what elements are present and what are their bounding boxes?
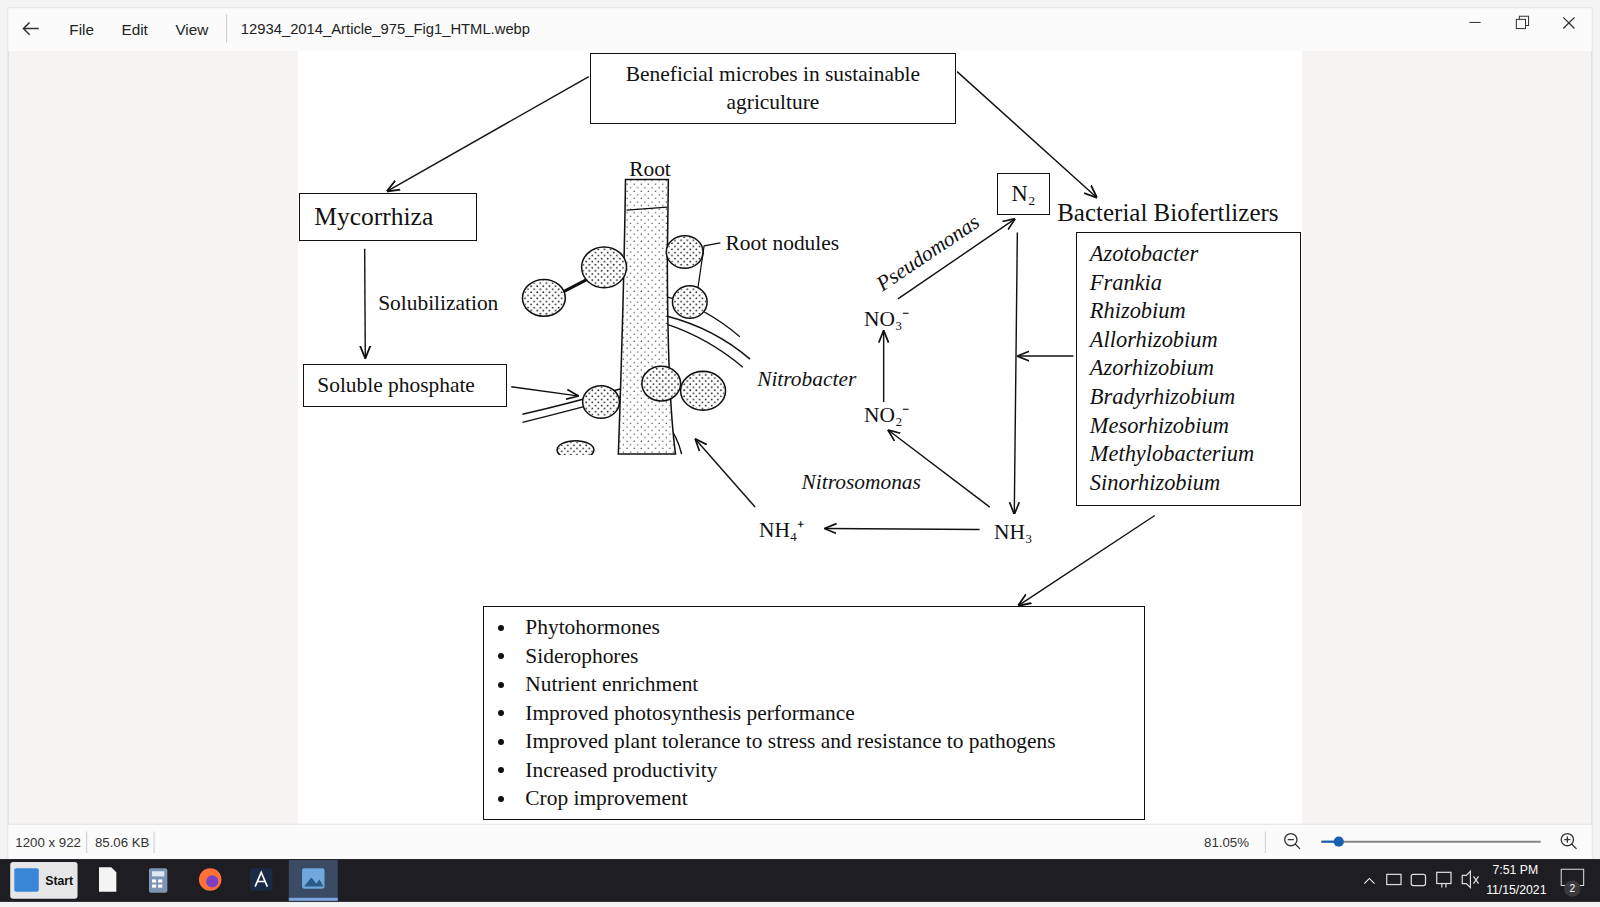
zoom-slider: [1321, 841, 1540, 843]
list-row: Crop improvement: [498, 784, 688, 812]
chemical-label: NO₂⁻: [864, 403, 909, 428]
photos-icon: [302, 868, 324, 888]
start-label: Start: [45, 874, 73, 888]
root-illustration: [510, 180, 750, 466]
node-text: N₂: [1011, 181, 1035, 207]
list-row: Phytohormones: [498, 614, 660, 642]
genus-list-box: Bacterial BiofertlizersAzotobacterFranki…: [1057, 198, 1301, 506]
start-button: [10, 862, 77, 899]
minimize-icon: [1469, 22, 1480, 23]
menu-item: File: [69, 21, 94, 39]
tray-chevron: [1364, 878, 1374, 883]
list-row: Improved photosynthesis performance: [498, 699, 855, 727]
benefit-list-box: PhytohormonesSiderophoresNutrient enrich…: [483, 606, 1145, 820]
menu-item: Edit: [122, 21, 148, 39]
node-text: Frankia: [1090, 269, 1287, 298]
arrow-connector: [388, 77, 589, 191]
node-text: Improved photosynthesis performance: [525, 701, 854, 726]
zoom-in-icon: [1561, 834, 1576, 849]
node-text: Bacterial Biofertlizers: [1057, 198, 1301, 228]
node-text: Soluble phosphate: [317, 373, 475, 398]
part-label: Root: [629, 157, 671, 182]
bullet-dot: [498, 625, 504, 631]
node-text: Crop improvement: [525, 786, 687, 811]
bullet-dot: [498, 710, 504, 716]
list-row: Increased productivity: [498, 756, 717, 784]
node-text: Allorhizobium: [1090, 326, 1287, 355]
bullet-dot: [498, 653, 504, 659]
node-text: Mesorhizobium: [1090, 412, 1287, 441]
notification-count: 2: [1570, 883, 1576, 895]
app-icon: [250, 868, 272, 890]
node-text: Azotobacter: [1090, 240, 1287, 269]
chemical-label: NO₃⁻: [864, 307, 909, 332]
divider: [226, 14, 227, 43]
clock-time: 7:51 PM: [1493, 863, 1539, 877]
node-text: Azorhizobium: [1090, 354, 1287, 383]
clock-date: 11/15/2021: [1486, 883, 1546, 897]
title-bar: [8, 8, 1592, 51]
chemical-label: NH₃: [994, 519, 1032, 544]
process-box: Soluble phosphate: [303, 364, 507, 407]
bullet-dot: [498, 796, 504, 802]
firefox-icon: [199, 868, 221, 890]
zoom-level: 81.05%: [1204, 835, 1249, 850]
bullet-dot: [498, 767, 504, 773]
node-text: Bradyrhizobium: [1090, 383, 1287, 412]
status-border: [8, 824, 1592, 825]
zoom-out-icon: [1285, 834, 1300, 849]
cycle-arrows: [511, 219, 1073, 529]
bullet-dot: [498, 739, 504, 745]
edge-label: Solubilization: [376, 291, 500, 316]
divider: [86, 832, 87, 853]
zoom-thumb: [1334, 837, 1344, 847]
file-size: 85.06 KB: [95, 835, 150, 850]
divider: [1265, 832, 1266, 853]
node-text: Improved plant tolerance to stress and r…: [525, 729, 1055, 754]
organism-label: Nitrobacter: [757, 366, 856, 391]
node-text: Phytohormones: [525, 615, 659, 640]
file-icon: [99, 867, 116, 891]
menu-item: View: [175, 21, 208, 39]
list-frame: AzotobacterFrankiaRhizobiumAllorhizobium…: [1076, 232, 1302, 505]
file-name: 12934_2014_Article_975_Fig1_HTML.webp: [241, 21, 530, 38]
notification-badge: [1564, 880, 1580, 896]
active-underline: [289, 898, 338, 901]
restore-icon: [1516, 16, 1528, 28]
calculator-icon: [149, 868, 167, 892]
chemical-label: NH₄⁺: [759, 517, 804, 542]
node-text: Nutrient enrichment: [525, 672, 698, 697]
gas-box: N₂: [997, 173, 1050, 215]
tray-icons: [1387, 871, 1479, 887]
node-text: Rhizobium: [1090, 297, 1287, 326]
arrow-connector: [1019, 516, 1155, 606]
part-label: Root nodules: [726, 231, 840, 256]
list-row: Nutrient enrichment: [498, 671, 698, 699]
status-bar: [8, 824, 1592, 859]
node-text: Methylobacterium: [1090, 440, 1287, 469]
bullet-dot: [498, 682, 504, 688]
title-box: Beneficial microbes in sustainable agric…: [590, 53, 956, 124]
list-row: Improved plant tolerance to stress and r…: [498, 727, 1056, 755]
taskbar: [0, 859, 1600, 902]
node-text: Sinorhizobium: [1090, 469, 1287, 498]
node-text: Mycorrhiza: [314, 202, 433, 232]
image-size: 1200 x 922: [15, 835, 81, 850]
start-logo: [14, 868, 38, 891]
node-text: Siderophores: [525, 644, 638, 669]
divider: [154, 832, 155, 853]
arrow-connector: [364, 249, 366, 357]
back-arrow: [23, 22, 38, 34]
active-task: [289, 860, 338, 900]
window: [8, 8, 1592, 859]
list-row: Siderophores: [498, 642, 638, 670]
node-text: Beneficial microbes in sustainable agric…: [601, 61, 945, 117]
node-text: Increased productivity: [525, 758, 717, 783]
organism-label: Nitrosomonas: [802, 469, 921, 494]
image-area: [298, 51, 1302, 824]
close-icon: [1563, 17, 1574, 28]
category-box: Mycorrhiza: [299, 193, 477, 241]
